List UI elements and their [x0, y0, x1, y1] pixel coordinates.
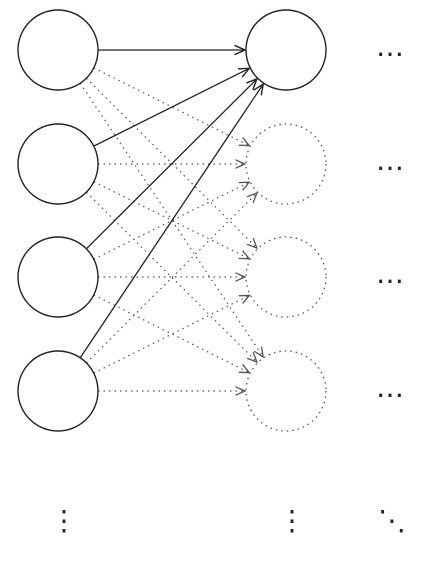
dotted-connection-1-to-2: [93, 181, 249, 259]
column-ellipsis-hidden: ⋮: [278, 504, 306, 537]
dotted-connection-3-to-2: [93, 295, 250, 374]
input-node-4: [17, 350, 99, 432]
input-node-1: [17, 9, 99, 91]
hidden-node-3: [245, 236, 327, 318]
column-ellipsis-input: ⋮: [50, 504, 78, 537]
row-ellipsis-2: …: [376, 144, 404, 177]
connection-group: [79, 50, 263, 391]
hidden-node-1: [245, 9, 327, 91]
input-node-3: [17, 236, 99, 318]
hidden-node-4: [245, 350, 327, 432]
hidden-node-2: [245, 123, 327, 205]
solid-connection-1-to-0: [93, 68, 250, 147]
row-ellipsis-3: …: [376, 257, 404, 290]
dotted-connection-3-to-1: [85, 193, 257, 364]
row-ellipsis-4: …: [376, 371, 404, 404]
dotted-connection-2-to-1: [93, 182, 249, 260]
solid-connection-2-to-0: [85, 79, 257, 250]
dotted-connection-0-to-1: [93, 67, 250, 146]
node-group: [17, 9, 327, 432]
diagonal-ellipsis: ⋱: [378, 504, 406, 537]
dotted-connection-2-to-3: [93, 294, 250, 373]
input-node-2: [17, 123, 99, 205]
row-ellipsis-1: …: [376, 30, 404, 63]
solid-connection-3-to-0: [79, 84, 263, 359]
